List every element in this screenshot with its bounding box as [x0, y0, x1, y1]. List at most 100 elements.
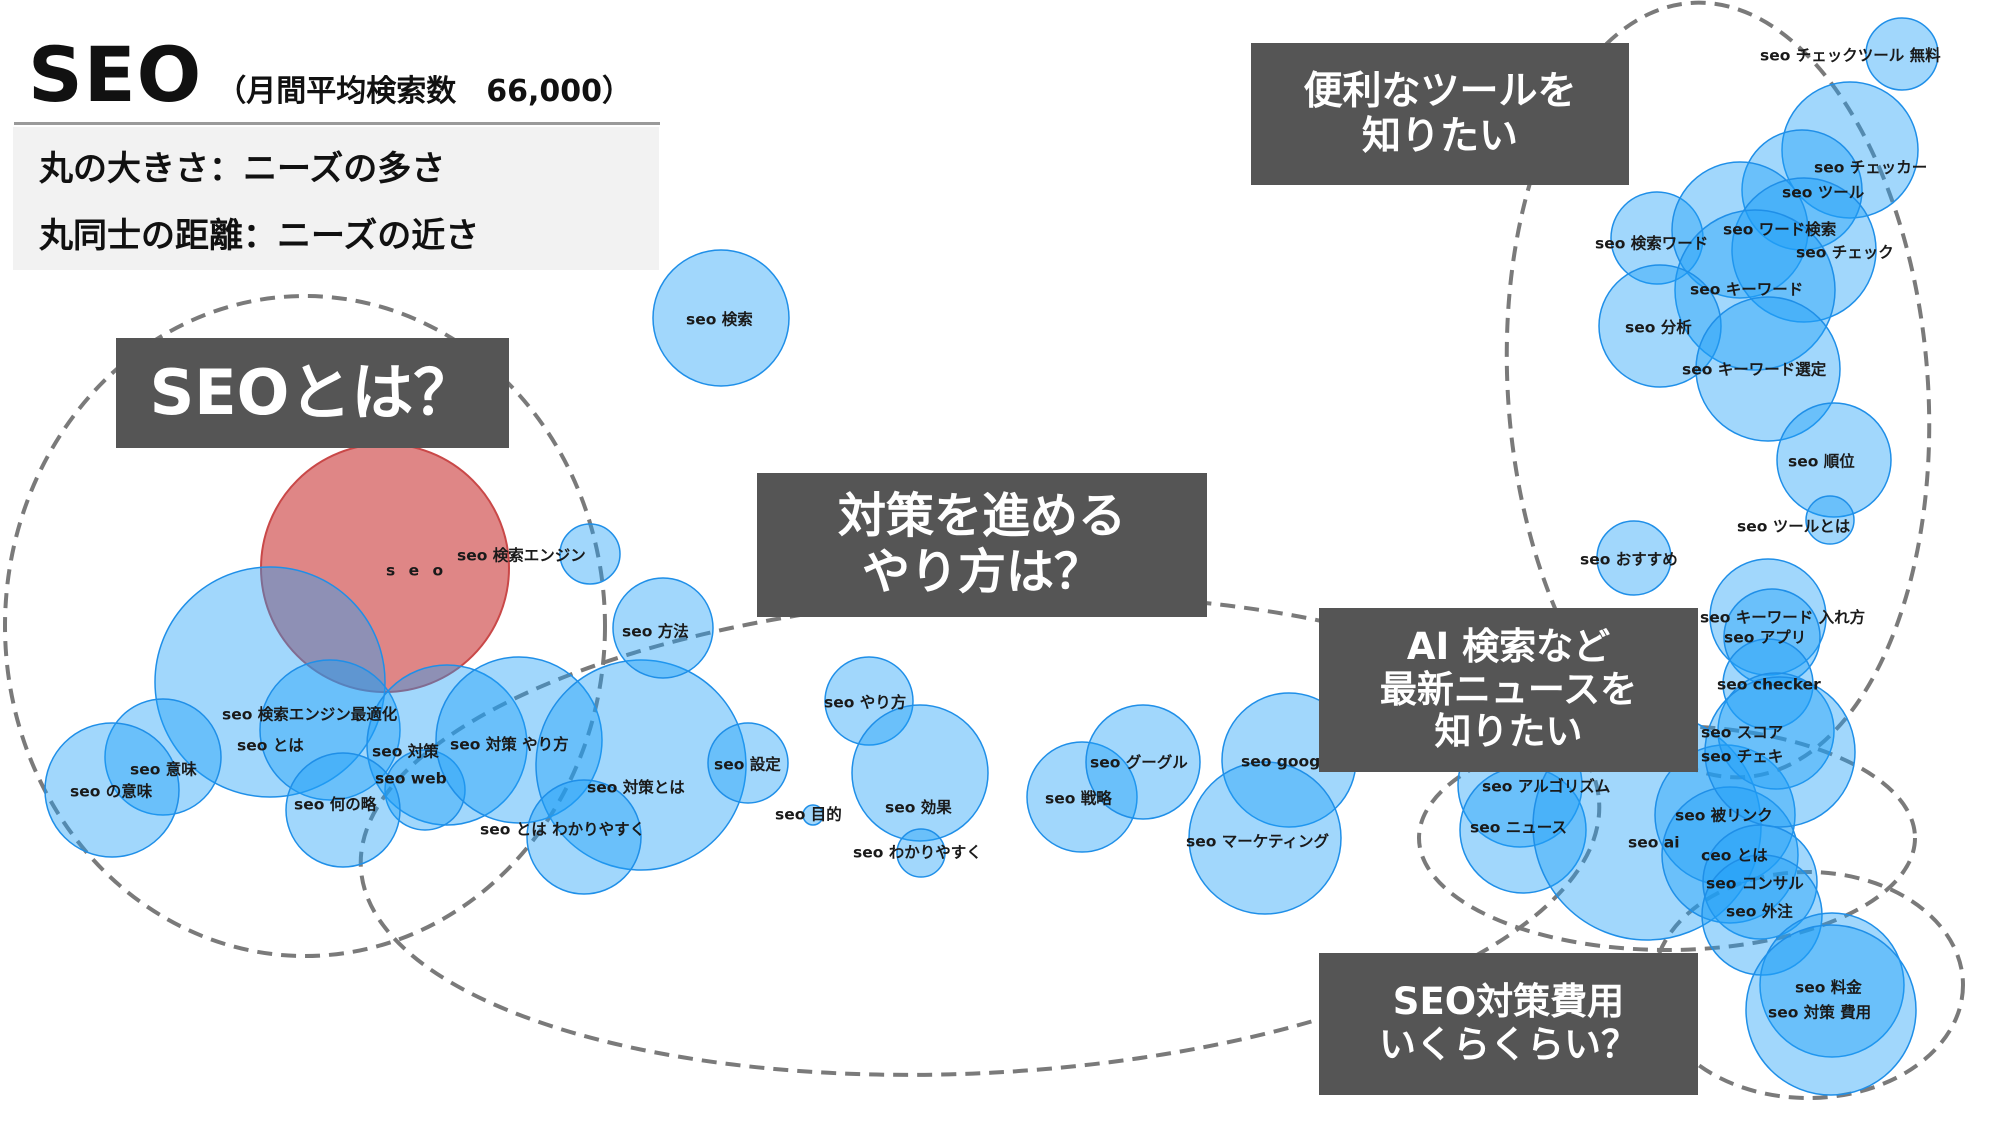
bubble [1731, 177, 1877, 323]
bubble [1661, 786, 1799, 924]
bubble-label: seo わかりやすく [853, 844, 982, 862]
bubble [1723, 588, 1821, 686]
bubble-label: seo 何の略 [294, 795, 377, 814]
bubble [896, 828, 946, 878]
bubble-label: seo マーケティング [1186, 832, 1330, 851]
bubble-labels: s e o seo 検索エンジン seo 検索エンジン最適化 seo とは seo 意味… [70, 46, 1941, 1022]
bubble-label: seo チェック [1796, 244, 1894, 262]
bubble [559, 523, 621, 585]
bubble-label: seo 外注 [1726, 902, 1793, 921]
bubble-label: seo 意味 [130, 760, 197, 779]
bubble-label: seo チェッカー [1814, 159, 1927, 177]
bubble [1598, 264, 1722, 388]
bubble-label: seo アルゴリズム [1482, 777, 1610, 796]
bubble [1741, 129, 1863, 251]
bubble-label: seo 検索 [686, 310, 753, 329]
bubble-label: seo 対策 やり方 [450, 735, 569, 754]
bubble-label: seo ワード検索 [1723, 220, 1836, 239]
bubble [707, 722, 789, 804]
callout-line: やり方は？ [861, 544, 1102, 600]
legend-size-rule: 丸の大きさ：ニーズの多さ [39, 149, 446, 189]
bubble-label: seo やり方 [824, 693, 906, 712]
bubble [1596, 520, 1672, 596]
bubble-label: seo ツール [1782, 184, 1865, 202]
legend-distance-rule: 丸同士の距離：ニーズの近さ [39, 216, 480, 256]
bubble [1701, 854, 1823, 976]
callout-latest-news: AI 検索など 最新ニュースを 知りたい [1319, 608, 1698, 772]
page-subtitle: （月間平均検索数 66,000） [216, 74, 633, 109]
bubble [44, 722, 180, 858]
bubble [384, 749, 466, 831]
bubble [652, 249, 790, 387]
bubble-label: seo 検索エンジン最適化 [222, 705, 398, 724]
bubble-label: seo 方法 [622, 622, 689, 641]
bubble [1805, 495, 1855, 545]
bubble [1085, 704, 1201, 820]
bubble [285, 752, 401, 868]
bubble [366, 664, 528, 826]
bubble [526, 779, 642, 895]
bubble-label: seo アプリ [1724, 628, 1806, 647]
bubble-label: seo google [1241, 753, 1336, 771]
bubble-label: ceo とは [1701, 847, 1768, 865]
bubble [1709, 558, 1827, 676]
cluster-outline-cost [1651, 870, 1965, 1100]
bubble-label: seo コンサル [1706, 875, 1804, 893]
callout-line: SEO対策費用 [1392, 980, 1625, 1024]
bubble-label: seo チェックツール 無料 [1760, 46, 1941, 65]
bubble-label: seo キーワード 入れ方 [1700, 608, 1865, 627]
callout-line: 便利なツールを [1303, 68, 1577, 114]
cluster-outline-what-is-seo [3, 294, 607, 958]
page-title: SEO [28, 30, 203, 119]
callout-line: SEOとは？ [149, 356, 476, 430]
bubble-label: seo キーワード [1690, 281, 1803, 299]
bubble-label: seo 設定 [714, 755, 781, 774]
callout-how-to-proceed: 対策を進める やり方は？ [757, 473, 1207, 617]
bubble [1781, 81, 1919, 219]
bubble [104, 698, 222, 816]
bubble-label: seo とは [237, 737, 304, 755]
bubble-label: seo 対策 [372, 742, 439, 761]
bubble [612, 577, 714, 679]
bubble-label: seo 戦略 [1045, 789, 1112, 808]
cluster-outline-tools [1504, 0, 1932, 780]
callout-what-is-seo: SEOとは？ [116, 338, 509, 448]
bubble-label: seo の意味 [70, 782, 153, 801]
bubble [851, 704, 989, 842]
bubble [1865, 17, 1939, 91]
callout-line: 最新ニュースを [1379, 667, 1638, 711]
bubble-label: seo checker [1717, 676, 1821, 694]
header-panel: SEO （月間平均検索数 66,000） 丸の大きさ：ニーズの多さ 丸同士の距離：… [0, 0, 670, 280]
bubble [1704, 676, 1856, 828]
bubble [1745, 924, 1917, 1096]
bubble-label: seo 検索エンジン [457, 546, 586, 565]
bubble [1776, 402, 1892, 518]
bubble-label: seo スコア [1701, 724, 1783, 742]
bubble-label: seo 料金 [1795, 978, 1862, 997]
bubble-label: seo おすすめ [1580, 551, 1678, 569]
bubble [1026, 741, 1138, 853]
bubble-label: s e o [386, 562, 447, 580]
callout-line: AI 検索など [1406, 624, 1611, 668]
bubble [154, 566, 386, 798]
callout-line: 知りたい [1361, 114, 1518, 159]
bubble [824, 656, 914, 746]
bubble-label: seo 分析 [1625, 318, 1692, 337]
callout-useful-tools: 便利なツールを 知りたい [1251, 43, 1629, 185]
callout-cost: SEO対策費用 いくらくらい？ [1319, 953, 1698, 1095]
bubble-label: seo 対策 費用 [1768, 1003, 1871, 1022]
bubble [1717, 672, 1835, 790]
bubble [535, 659, 747, 871]
bubbles [44, 17, 1939, 1096]
bubble [802, 804, 824, 826]
callout-line: 対策を進める [837, 488, 1126, 545]
bubble [1695, 296, 1841, 442]
bubble-label: seo とは わかりやすく [480, 821, 645, 839]
title-row: SEO （月間平均検索数 66,000） [28, 30, 632, 119]
bubble [1654, 744, 1796, 886]
bubble-label: seo 対策とは [587, 778, 685, 797]
callout-line: いくらくらい？ [1379, 1023, 1638, 1066]
bubble [1674, 209, 1836, 371]
bubble-label: seo 効果 [885, 798, 952, 817]
bubble-label: seo 目的 [775, 805, 842, 824]
